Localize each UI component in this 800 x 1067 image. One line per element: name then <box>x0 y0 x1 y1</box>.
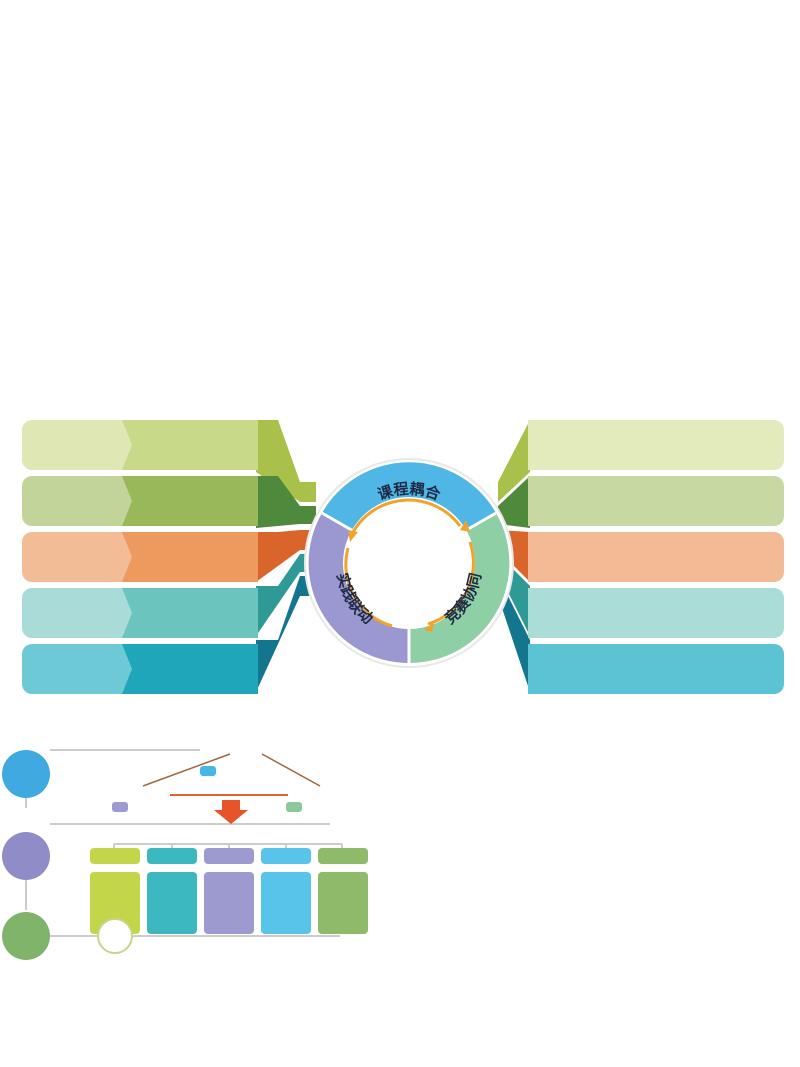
method-mode-items <box>261 872 311 934</box>
concept-left <box>22 476 132 526</box>
method-mode-title <box>147 848 197 864</box>
concept-right <box>122 532 258 582</box>
problem-top <box>200 766 216 776</box>
mode-row-ideology <box>528 420 784 470</box>
side-circle-mechanism <box>2 912 50 960</box>
concept-left <box>22 532 132 582</box>
method-diagram-lines <box>25 749 343 937</box>
integration-path-wheel: 课程耦合 实践联动 竞赛协同 <box>304 458 514 668</box>
concept-left <box>22 644 132 694</box>
method-mode-title <box>261 848 311 864</box>
mode-row-professional <box>528 476 784 526</box>
concept-row-intellect <box>22 476 258 526</box>
method-mode-title <box>204 848 254 864</box>
problem-left <box>112 802 128 812</box>
mode-row-physical <box>528 532 784 582</box>
concept-right <box>122 588 258 638</box>
side-circle-problems <box>2 750 50 798</box>
problem-right <box>286 802 302 812</box>
concept-row-labor <box>22 644 258 694</box>
mode-row-labor <box>528 644 784 694</box>
concept-row-physical <box>22 532 258 582</box>
concept-left <box>22 588 132 638</box>
concept-row-moral <box>22 420 258 470</box>
concept-row-aesthetic <box>22 588 258 638</box>
concept-right <box>122 420 258 470</box>
method-mode-items <box>147 872 197 934</box>
method-mode-title <box>90 848 140 864</box>
mechanism-circle <box>97 918 133 954</box>
concept-right <box>122 644 258 694</box>
method-mode-items <box>204 872 254 934</box>
method-mode-items <box>318 872 368 934</box>
concept-right <box>122 476 258 526</box>
method-mode-title <box>318 848 368 864</box>
concept-left <box>22 420 132 470</box>
mode-row-aesthetic <box>528 588 784 638</box>
side-circle-methods <box>2 832 50 880</box>
